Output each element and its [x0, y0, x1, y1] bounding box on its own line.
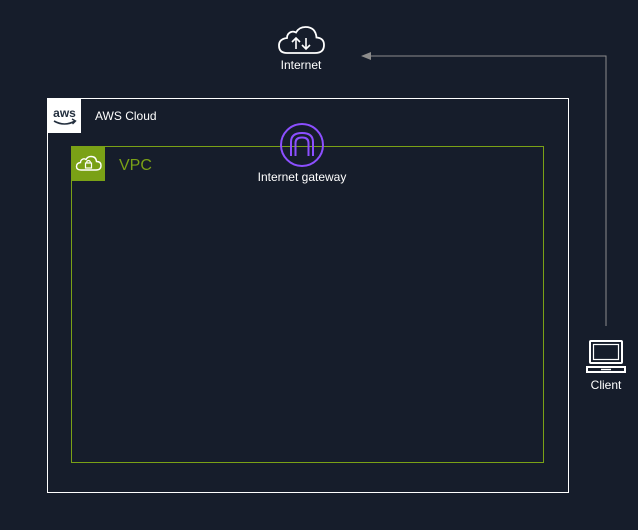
vpc-lock-cloud-icon	[72, 147, 105, 181]
vpc-group[interactable]: VPC	[71, 146, 544, 463]
aws-logo-text: aws	[53, 106, 76, 120]
aws-cloud-group[interactable]: aws AWS Cloud	[47, 98, 569, 493]
aws-logo: aws	[48, 99, 81, 133]
client-node[interactable]: Client	[576, 338, 636, 392]
vpc-label: VPC	[119, 157, 152, 174]
laptop-icon	[586, 340, 626, 373]
internet-node[interactable]: Internet	[265, 24, 337, 72]
internet-gateway-label: Internet gateway	[257, 170, 347, 184]
cloud-upload-download-icon	[278, 26, 325, 54]
aws-cloud-label: AWS Cloud	[95, 109, 157, 123]
internet-gateway-icon	[280, 123, 324, 167]
internet-gateway-node[interactable]: Internet gateway	[247, 122, 357, 184]
client-label: Client	[590, 378, 622, 392]
internet-label: Internet	[280, 58, 322, 72]
